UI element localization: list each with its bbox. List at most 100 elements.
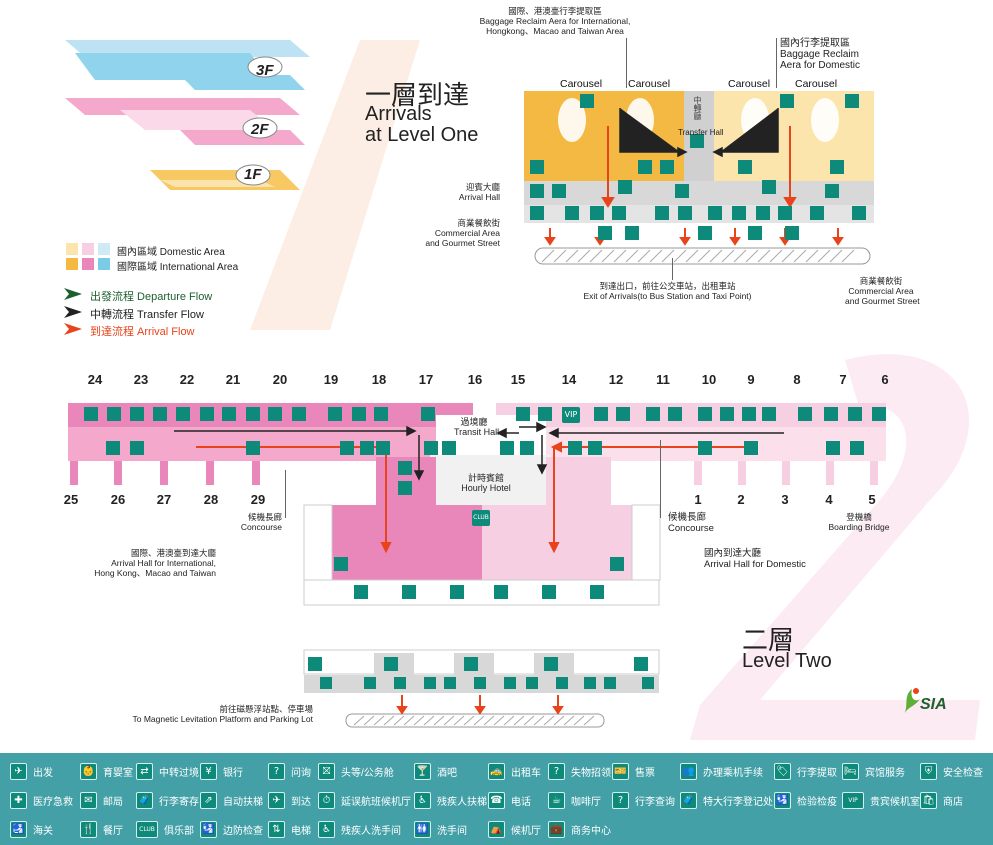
- legend-label: 电话: [511, 796, 531, 808]
- level1-title-en: Arrivals: [365, 103, 432, 125]
- legend-item: 🍴餐厅: [80, 816, 123, 842]
- legend-icon: ⇗: [200, 791, 217, 809]
- legend-icon: 🛂: [774, 791, 791, 809]
- gate-number: 4: [825, 492, 833, 507]
- legend-item: 🛂边防检查: [200, 816, 263, 842]
- level1-title-en2: at Level One: [365, 124, 479, 146]
- legend-label: 医疗急救: [33, 796, 73, 808]
- gate-number: 14: [561, 372, 577, 387]
- legend-icon: 🛃: [10, 820, 27, 838]
- legend-label: 邮局: [103, 796, 123, 808]
- gate-number: 16: [467, 372, 483, 387]
- legend-icon: 💼: [548, 820, 565, 838]
- legend-icon: ?: [268, 762, 285, 780]
- legend-icon: ✈: [268, 791, 285, 809]
- legend-label: 问询: [291, 767, 311, 779]
- legend-label: 售票: [635, 767, 655, 779]
- carousel-label: Carousel: [728, 78, 771, 90]
- gate-number: 2: [737, 492, 745, 507]
- gate-number: 7: [839, 372, 847, 387]
- icon-legend-bar: ✈出发👶育婴室⇄中转过境¥银行?问询⛝头等/公务舱🍸酒吧🚕出租车?失物招领🎫售票…: [0, 753, 993, 845]
- legend-icon: 🧳: [136, 791, 153, 809]
- legend-icon: 👥: [680, 762, 697, 780]
- legend-item: 🛃 海关: [10, 816, 53, 842]
- level2-title-cn: 二層: [742, 626, 795, 656]
- legend-item: 🚕出租车: [488, 758, 541, 784]
- legend-icon: ⛨: [920, 762, 937, 780]
- legend-item: ?行李查询: [612, 787, 675, 813]
- legend-item: 👥办理乘机手续: [680, 758, 763, 784]
- legend-icon: ?: [612, 791, 629, 809]
- legend-label: 残疾人洗手间: [341, 825, 401, 837]
- legend-icon: ☎: [488, 791, 505, 809]
- level1-title-cn: 一層到達: [365, 81, 470, 111]
- legend-icon: 🚻: [414, 820, 431, 838]
- legend-icon: ♿: [318, 820, 335, 838]
- floor-label-3f: 3F: [256, 62, 274, 79]
- legend-icon: ¥: [200, 762, 217, 780]
- floor-label-2f: 2F: [251, 121, 269, 138]
- legend-icon: 🛍: [920, 791, 937, 809]
- legend-icon: ☕: [548, 791, 565, 809]
- legend-label: 候机厅: [511, 825, 541, 837]
- legend-icon: ⛝: [318, 762, 335, 780]
- legend-item: ✉邮局: [80, 787, 123, 813]
- gate-number: 20: [272, 372, 288, 387]
- legend-label: 残疾人扶梯: [437, 796, 487, 808]
- gate-number: 8: [793, 372, 801, 387]
- legend-item: 🧳特大行李登记处: [680, 787, 773, 813]
- legend-item: ✈出发: [10, 758, 53, 784]
- gate-number: 23: [133, 372, 149, 387]
- level2-title-en: Level Two: [742, 650, 832, 672]
- legend-icon: ✚: [10, 791, 27, 809]
- sia-logo: SIA: [900, 685, 947, 720]
- floor-stack-diagram: [65, 40, 310, 190]
- vip-icon: VIP: [562, 407, 580, 423]
- legend-label: 咖啡厅: [571, 796, 601, 808]
- legend-icon: ⏱: [318, 791, 335, 809]
- legend-item: ☕ 咖啡厅: [548, 787, 601, 813]
- gate-number: 9: [747, 372, 755, 387]
- legend-label: 海关: [33, 825, 53, 837]
- legend-label: 行李提取: [797, 767, 837, 779]
- gate-number: 18: [371, 372, 387, 387]
- legend-label: 延误航班候机厅: [341, 796, 411, 808]
- legend-item: ⛨ 安全检查: [920, 758, 983, 784]
- legend-label: 俱乐部: [164, 825, 194, 837]
- gate-number: 5: [868, 492, 876, 507]
- legend-label: 中转过境: [159, 767, 199, 779]
- gate-number: 15: [510, 372, 526, 387]
- legend-item: 👶 育婴室: [80, 758, 133, 784]
- legend-label: 育婴室: [103, 767, 133, 779]
- gate-number: 29: [250, 492, 266, 507]
- legend-label: 特大行李登记处: [703, 796, 773, 808]
- legend-label: 头等/公务舱: [341, 767, 394, 779]
- legend-icon: 🍸: [414, 762, 431, 780]
- legend-item: 🛂检验检疫: [774, 787, 837, 813]
- legend-label: 安全检查: [943, 767, 983, 779]
- legend-icon: ♿: [414, 791, 431, 809]
- legend-icon: 👶: [80, 762, 97, 780]
- legend-item: ♿ 残疾人扶梯: [414, 787, 487, 813]
- legend-item: ?失物招领: [548, 758, 611, 784]
- legend-label: 贵宾候机室: [870, 796, 920, 808]
- gate-number: 21: [225, 372, 241, 387]
- legend-item: ☎ 电话: [488, 787, 531, 813]
- legend-item: 🍸酒吧: [414, 758, 457, 784]
- legend-item: ? 问询: [268, 758, 311, 784]
- legend-item: ✈到达: [268, 787, 311, 813]
- legend-item: 🚻洗手间: [414, 816, 467, 842]
- legend-label: 商务中心: [571, 825, 611, 837]
- carousel-label: Carousel: [628, 78, 671, 90]
- legend-item: 🏷行李提取: [774, 758, 837, 784]
- legend-item: ¥银行: [200, 758, 243, 784]
